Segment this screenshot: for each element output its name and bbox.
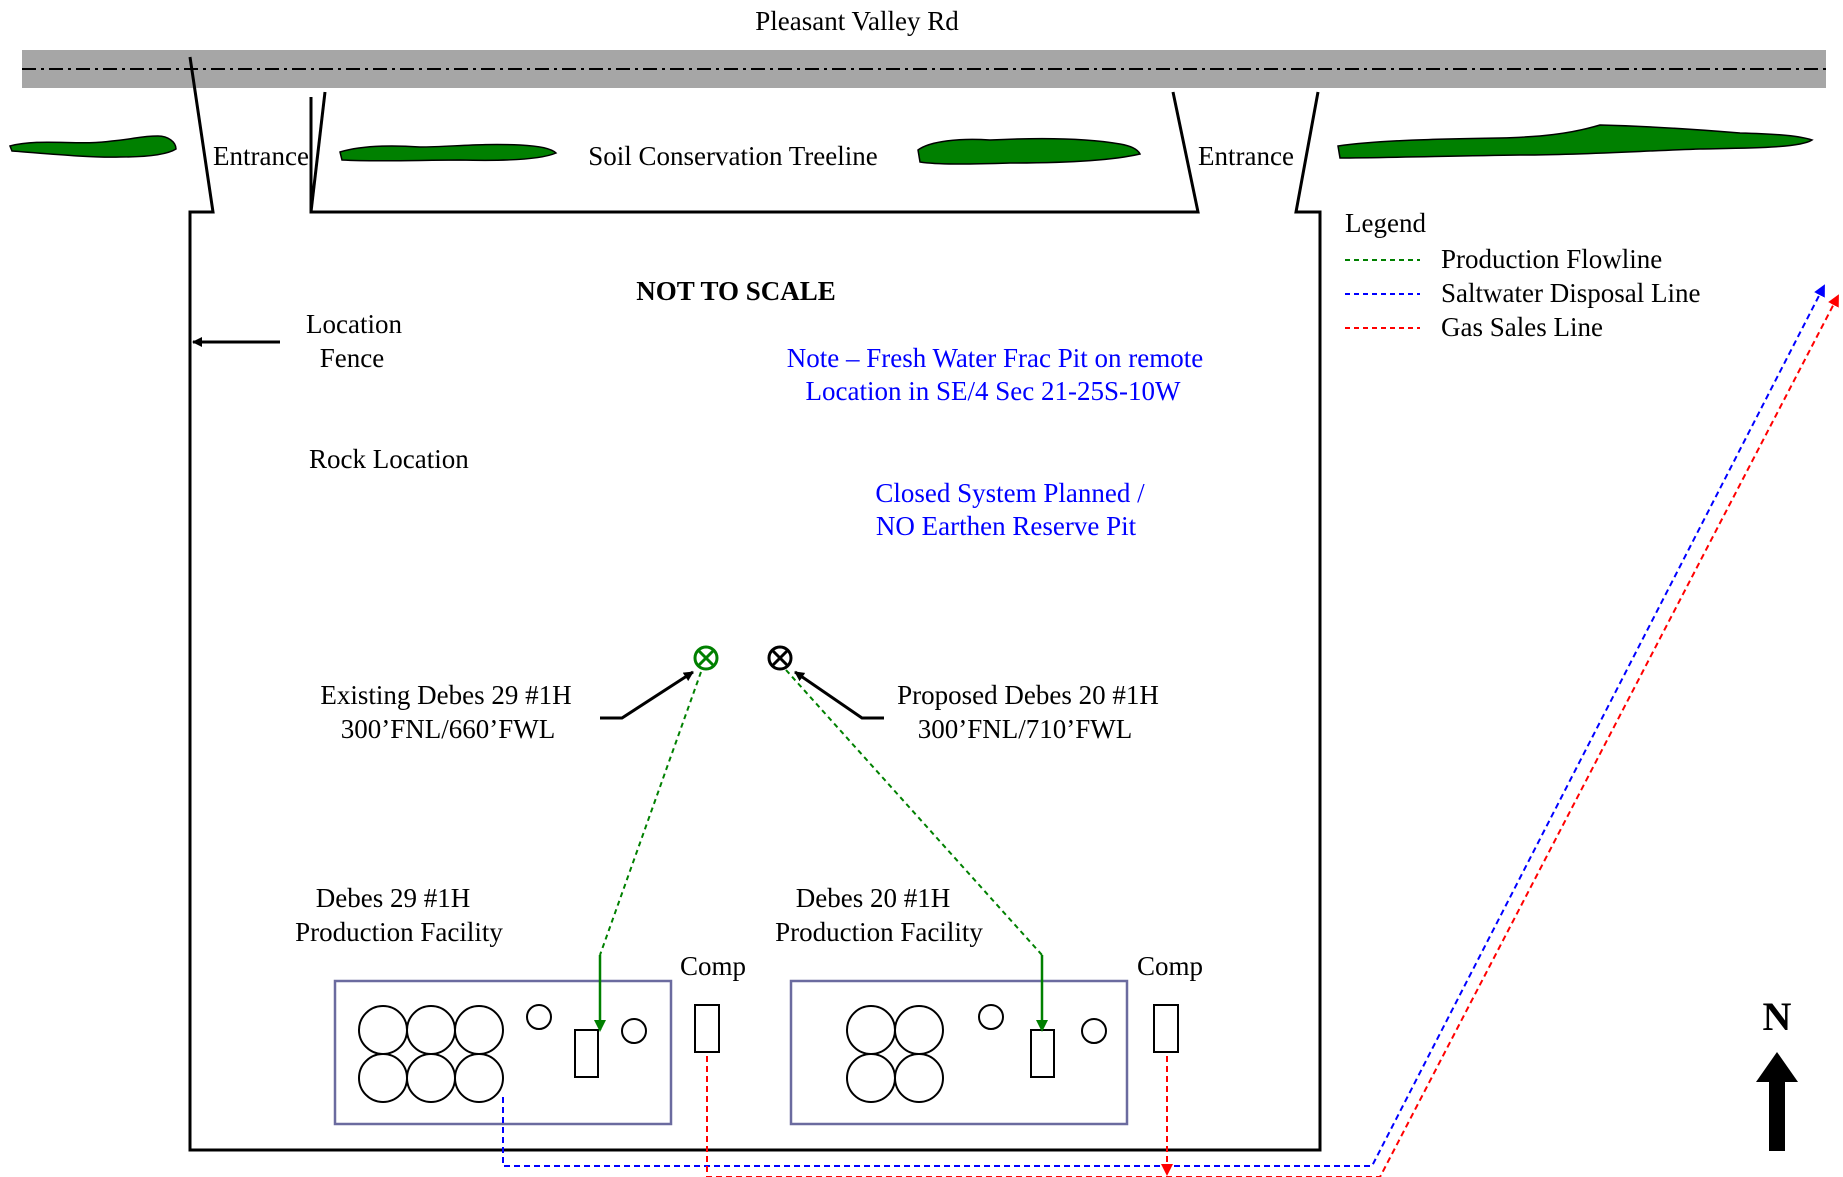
compressor-20 <box>1153 1004 1179 1053</box>
north-arrow-icon <box>1756 1052 1798 1151</box>
entrance-right-label: Entrance <box>1198 141 1294 171</box>
tank <box>358 1005 408 1055</box>
production-flowline-29 <box>599 671 702 956</box>
existing-well-pointer <box>600 670 694 720</box>
legend-item-gas-sales: Gas Sales Line <box>1441 312 1603 342</box>
proposed-well-pointer <box>794 670 884 720</box>
comp-29-label: Comp <box>680 951 746 981</box>
gas-sales-line-29 <box>706 294 1839 1177</box>
not-to-scale-label: NOT TO SCALE <box>636 276 836 306</box>
tank <box>358 1053 408 1103</box>
compressor-29 <box>694 1004 720 1053</box>
treeline-label: Soil Conservation Treeline <box>588 141 878 171</box>
saltwater-disposal-line <box>502 284 1825 1167</box>
legend-item-production: Production Flowline <box>1441 244 1662 274</box>
separator-29 <box>574 1029 599 1078</box>
legend-title: Legend <box>1345 208 1426 238</box>
legend-item-saltwater: Saltwater Disposal Line <box>1441 278 1700 308</box>
production-flowline-20 <box>785 669 1043 956</box>
facility-29-label-line1: Debes 29 #1H <box>316 883 470 913</box>
comp-20-label: Comp <box>1137 951 1203 981</box>
existing-well-label-line2: 300’FNL/660’FWL <box>341 714 555 744</box>
tank <box>454 1053 504 1103</box>
proposed-well-icon <box>767 645 793 671</box>
north-label: N <box>1763 994 1792 1039</box>
treeline-shrub <box>917 137 1142 165</box>
vessel-29-right <box>621 1018 647 1044</box>
treeline-shrub <box>339 143 558 162</box>
vessel-20-right <box>1081 1018 1107 1044</box>
tank <box>406 1053 456 1103</box>
proposed-well-label-line1: Proposed Debes 20 #1H <box>897 680 1159 710</box>
location-fence-outline <box>188 56 1322 1152</box>
treeline-shrub <box>8 135 177 158</box>
facility-29-label-line2: Production Facility <box>295 917 503 947</box>
tank <box>846 1005 896 1055</box>
rock-location-label: Rock Location <box>309 444 469 474</box>
existing-well-label-line1: Existing Debes 29 #1H <box>320 680 571 710</box>
tank <box>406 1005 456 1055</box>
road-name-label: Pleasant Valley Rd <box>755 6 959 36</box>
vessel-20-left <box>978 1004 1004 1030</box>
proposed-well-label-line2: 300’FNL/710’FWL <box>918 714 1132 744</box>
facility-20-label-line2: Production Facility <box>775 917 983 947</box>
location-fence-label-line1: Location <box>306 309 402 339</box>
location-fence-label-line2: Fence <box>320 343 384 373</box>
vessel-29-left <box>526 1004 552 1030</box>
separator-20 <box>1030 1029 1055 1078</box>
tank-battery-29 <box>358 1005 504 1103</box>
closed-system-note-line1: Closed System Planned / <box>875 478 1145 508</box>
frac-pit-note-line2: Location in SE/4 Sec 21-25S-10W <box>806 376 1181 406</box>
tank <box>894 1005 944 1055</box>
closed-system-note-line2: NO Earthen Reserve Pit <box>876 511 1137 541</box>
tank <box>454 1005 504 1055</box>
existing-well-icon <box>693 645 719 671</box>
tank <box>846 1053 896 1103</box>
facility-20-label-line1: Debes 20 #1H <box>796 883 950 913</box>
entrance-left-edge <box>309 91 327 213</box>
frac-pit-note-line1: Note – Fresh Water Frac Pit on remote <box>787 343 1203 373</box>
entrance-left-label: Entrance <box>213 141 309 171</box>
tank <box>894 1053 944 1103</box>
production-facility-29 <box>333 979 673 1126</box>
production-facility-20 <box>789 979 1129 1126</box>
tank-battery-20 <box>846 1005 944 1103</box>
treeline-shrub <box>1337 124 1814 159</box>
